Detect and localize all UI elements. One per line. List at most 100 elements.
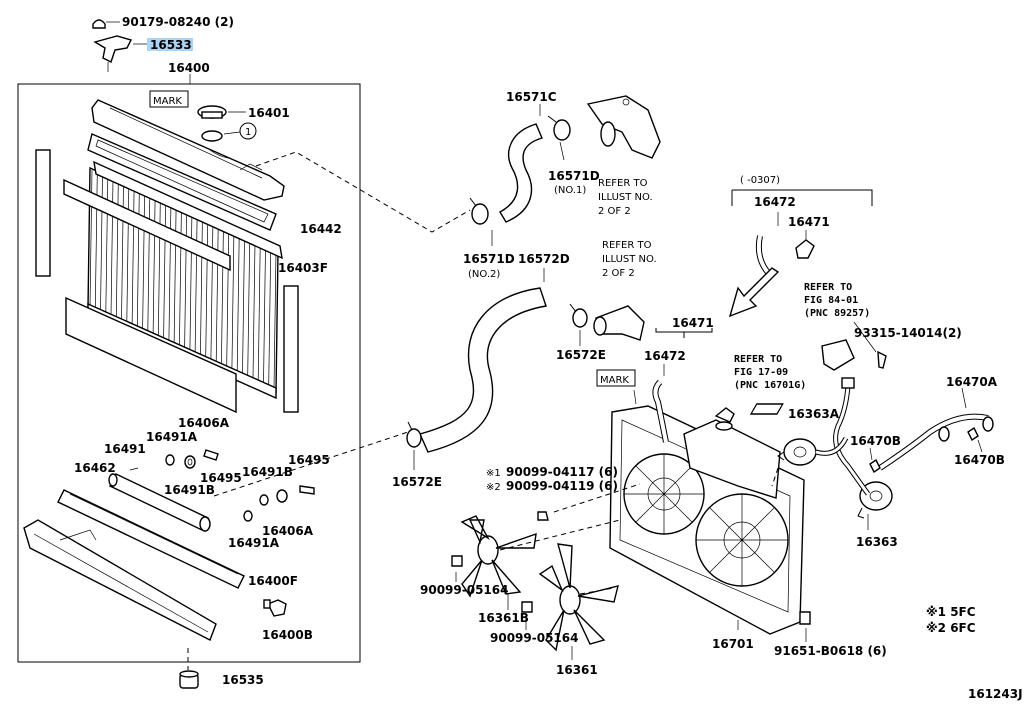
label-16472-b[interactable]: 16472 xyxy=(644,349,686,363)
label-16400F[interactable]: 16400F xyxy=(248,574,298,588)
label-90099-05164-a[interactable]: 90099-05164 xyxy=(420,583,508,597)
bolt-a xyxy=(203,449,219,461)
note-no1: (NO.1) xyxy=(554,185,586,196)
drain-plug xyxy=(179,670,199,689)
lower-tank-gasket xyxy=(57,489,245,589)
label-16400[interactable]: 16400 xyxy=(168,61,210,75)
label-16471-a[interactable]: 16471 xyxy=(788,215,830,229)
fan-wire xyxy=(878,413,994,471)
label-16491A-top[interactable]: 16491A xyxy=(146,430,198,444)
label-16406A-b[interactable]: 16406A xyxy=(262,524,314,538)
lower-tank xyxy=(23,519,217,641)
label-90099-04117[interactable]: 90099-04117 (6) xyxy=(506,465,618,479)
note-refer-a-2: ILLUST NO. xyxy=(598,192,653,203)
label-16533[interactable]: 16533 xyxy=(150,38,192,52)
note-refer-c-1: REFER TO xyxy=(804,282,852,293)
label-16572E-a[interactable]: 16572E xyxy=(556,348,606,362)
label-16571D-2[interactable]: 16571D xyxy=(463,252,515,266)
support-bracket xyxy=(93,35,133,63)
label-16363A[interactable]: 16363A xyxy=(788,407,840,421)
direction-arrow xyxy=(728,267,780,318)
lower-support-bar xyxy=(65,296,237,414)
washer-a xyxy=(259,494,269,506)
label-16361B[interactable]: 16361B xyxy=(478,611,529,625)
mark-box-b xyxy=(596,369,636,387)
upper-support-bar xyxy=(63,178,231,272)
note-no2: (NO.2) xyxy=(468,269,500,280)
wire-clamp-a xyxy=(869,458,881,474)
label-16535[interactable]: 16535 xyxy=(222,673,264,687)
legend-2: ※2 6FC xyxy=(926,621,976,635)
hose-clamp-4 xyxy=(406,421,422,448)
upper-tank xyxy=(91,99,285,201)
highlight-box xyxy=(147,38,193,51)
label-16400B[interactable]: 16400B xyxy=(262,628,313,642)
hose-clamp-3 xyxy=(569,303,588,328)
shroud-bolt xyxy=(799,611,811,625)
label-16442[interactable]: 16442 xyxy=(300,222,342,236)
label-91651[interactable]: 91651-B0618 (6) xyxy=(774,644,887,658)
note-refer-d-1: REFER TO xyxy=(734,354,782,365)
bolt-b xyxy=(299,485,315,495)
label-16571C[interactable]: 16571C xyxy=(506,90,557,104)
fan-nut-a xyxy=(451,555,463,567)
water-pipe xyxy=(593,305,645,341)
label-90179-08240[interactable]: 90179-08240 (2) xyxy=(122,15,234,29)
label-16462[interactable]: 16462 xyxy=(74,461,116,475)
fan-motor xyxy=(857,481,893,519)
label-16470B-a[interactable]: 16470B xyxy=(850,434,901,448)
hose-clamp-2 xyxy=(469,197,489,225)
asterisk-2: ※2 xyxy=(486,482,501,493)
upper-hose xyxy=(499,123,543,223)
label-16470B-b[interactable]: 16470B xyxy=(954,453,1005,467)
note-refer-d-3: (PNC 16701G) xyxy=(734,380,806,391)
date-range: ( -0307) xyxy=(740,175,780,186)
note-refer-c-3: (PNC 89257) xyxy=(804,308,870,319)
label-16491B-b[interactable]: 16491B xyxy=(242,465,293,479)
mark-box-a xyxy=(149,90,189,108)
label-16363[interactable]: 16363 xyxy=(856,535,898,549)
label-93315[interactable]: 93315-14014(2) xyxy=(854,326,962,340)
label-16491B-a[interactable]: 16491B xyxy=(164,483,215,497)
label-16361[interactable]: 16361 xyxy=(556,663,598,677)
note-refer-b-1: REFER TO xyxy=(602,240,652,251)
water-inlet-outlet xyxy=(586,95,661,159)
label-16491A-b[interactable]: 16491A xyxy=(228,536,280,550)
label-16491-a[interactable]: 16491 xyxy=(104,442,146,456)
fan-nut-b xyxy=(521,601,533,613)
mark-label-b: MARK xyxy=(600,375,629,386)
reference-circle-1 xyxy=(239,122,257,140)
asterisk-1: ※1 xyxy=(486,468,501,479)
wiring-harness xyxy=(815,377,871,496)
left-rubber-cushion xyxy=(35,149,51,277)
label-90099-05164-b[interactable]: 90099-05164 xyxy=(490,631,578,645)
label-16701[interactable]: 16701 xyxy=(712,637,754,651)
gasket xyxy=(87,133,277,231)
label-16406A-top[interactable]: 16406A xyxy=(178,416,230,430)
label-16495-b[interactable]: 16495 xyxy=(288,453,330,467)
label-16471-b[interactable]: 16471 xyxy=(672,316,714,330)
label-16572E-b[interactable]: 16572E xyxy=(392,475,442,489)
reservoir-cap-1 xyxy=(795,239,815,259)
wiring-connector xyxy=(821,339,855,371)
radiator-group-frame xyxy=(17,83,361,663)
label-16571D-1[interactable]: 16571D xyxy=(548,169,600,183)
label-16495-a[interactable]: 16495 xyxy=(200,471,242,485)
label-16572D[interactable]: 16572D xyxy=(518,252,570,266)
label-16472-a[interactable]: 16472 xyxy=(754,195,796,209)
drain-cock xyxy=(267,599,287,617)
label-16403F[interactable]: 16403F xyxy=(278,261,328,275)
right-rubber-cushion xyxy=(283,285,299,413)
note-refer-b-3: 2 OF 2 xyxy=(602,268,635,279)
lower-hose xyxy=(419,287,547,453)
note-refer-b-2: ILLUST NO. xyxy=(602,254,657,265)
label-90099-04119[interactable]: 90099-04119 (6) xyxy=(506,479,618,493)
label-16401[interactable]: 16401 xyxy=(248,106,290,120)
legend-1: ※1 5FC xyxy=(926,605,976,619)
mark-label-a: MARK xyxy=(153,96,182,107)
drain-cock-plug xyxy=(263,599,271,609)
label-16470A[interactable]: 16470A xyxy=(946,375,998,389)
drain-pipe xyxy=(108,473,211,532)
reserve-hose-2 xyxy=(652,379,669,443)
